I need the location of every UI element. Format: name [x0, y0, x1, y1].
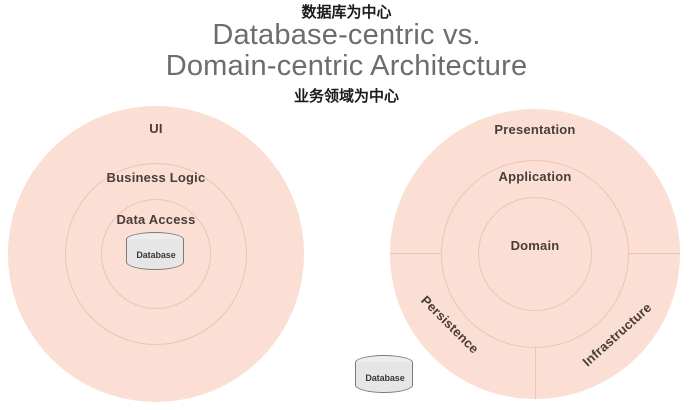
left-database-cylinder[interactable]: Database — [126, 232, 186, 278]
left-ring-label-data-access: Data Access — [116, 212, 196, 227]
annotation-domain-centric-cn: 业务领域为中心 — [293, 87, 399, 105]
annotation-database-centric-cn: 数据库为中心 — [301, 3, 392, 21]
page-title-line-2: Domain-centric Architecture — [165, 50, 528, 82]
sector-divider-left — [390, 253, 441, 254]
right-ring-label-application: Application — [498, 169, 572, 184]
left-database-label: Database — [136, 250, 176, 260]
external-database-label: Database — [365, 373, 405, 383]
page-title-line-1: Database-centric vs. — [212, 19, 481, 51]
cylinder-body-icon — [355, 362, 413, 393]
right-ring-core-domain[interactable] — [478, 197, 592, 311]
right-ring-middle-application[interactable] — [441, 160, 629, 348]
left-ring-label-ui: UI — [149, 121, 163, 136]
left-ring-label-business-logic: Business Logic — [106, 170, 206, 185]
right-ring-label-presentation: Presentation — [494, 122, 576, 137]
cylinder-body-icon — [126, 239, 184, 270]
left-ring-middle-business-logic[interactable] — [65, 163, 247, 345]
page-title: Database-centric vs. Domain-centric Arch… — [0, 20, 693, 82]
sector-divider-right — [629, 253, 680, 254]
right-ring-label-domain: Domain — [510, 238, 560, 253]
external-database-cylinder[interactable]: Database — [355, 355, 415, 401]
sector-divider-bottom — [535, 348, 536, 399]
left-ring-core-data-access[interactable] — [101, 199, 211, 309]
